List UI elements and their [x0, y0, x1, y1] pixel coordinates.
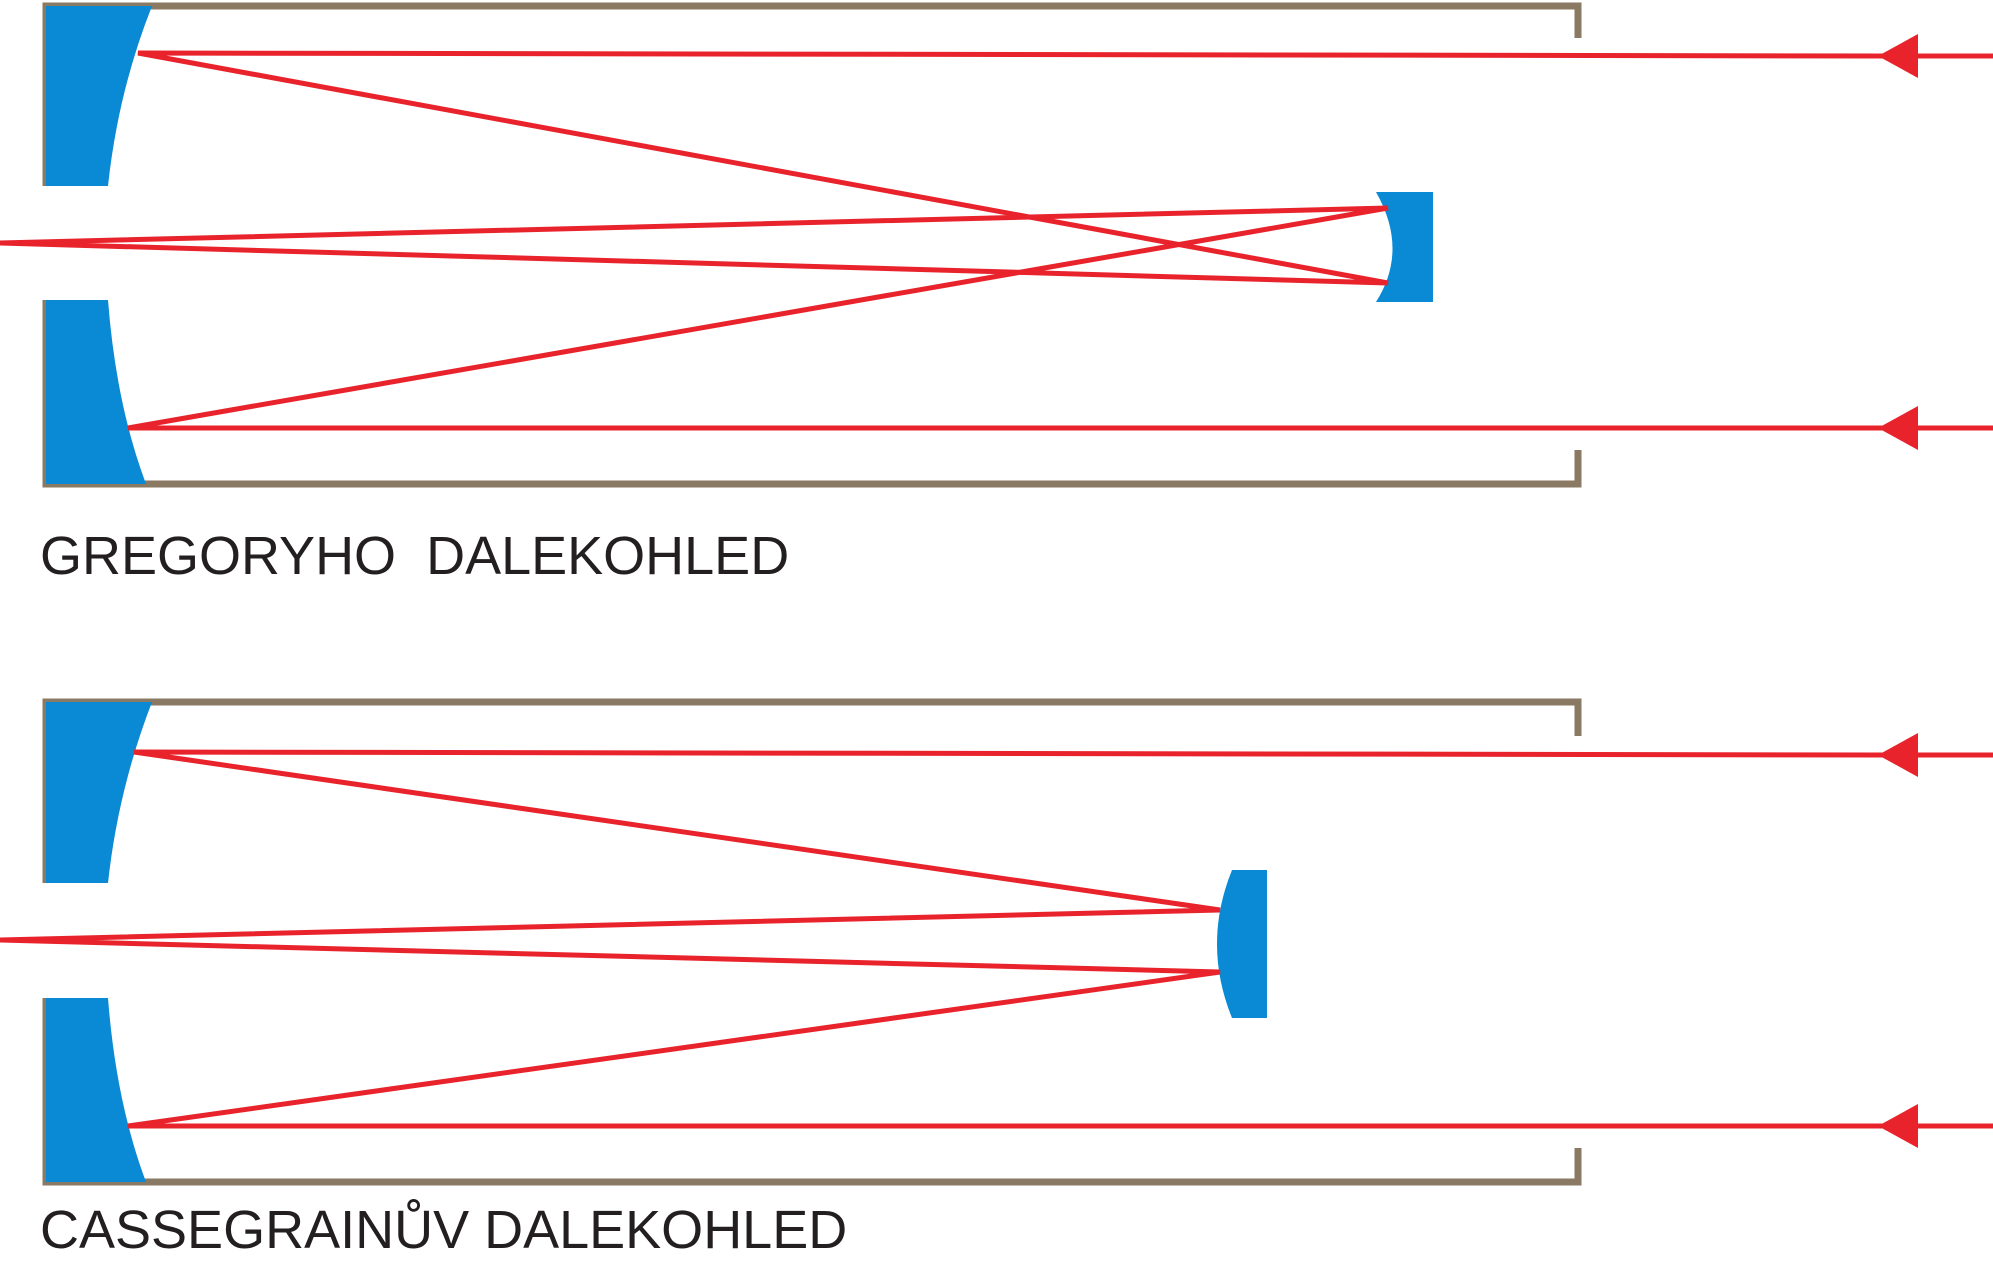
- gregory-secondary-mirror: [1376, 192, 1433, 302]
- cassegrain-primary-mirror-bottom: [46, 998, 146, 1182]
- gregory-arrow-upper: [1878, 34, 1918, 78]
- gregory-ray-lower: [0, 205, 1993, 431]
- cassegrain-secondary-mirror: [1217, 870, 1267, 1018]
- gregory-ray-upper: [0, 50, 1993, 286]
- gregory-caption: GREGORYHO DALEKOHLED: [40, 526, 789, 586]
- cassegrain-primary-mirror-top: [46, 702, 152, 883]
- gregory-primary-mirror-bottom: [46, 300, 146, 484]
- gregory-arrow-lower: [1878, 406, 1918, 450]
- cassegrain-ray-lower: [0, 937, 1993, 1129]
- cassegrain-tube-bottom: [42, 998, 1582, 1186]
- cassegrain-tube-top: [42, 698, 1582, 883]
- gregory-primary-mirror-top: [46, 6, 152, 186]
- cassegrain-arrow-upper: [1878, 733, 1918, 777]
- cassegrain-telescope: CASSEGRAINŮV DALEKOHLED: [0, 698, 1993, 1260]
- cassegrain-arrow-lower: [1878, 1104, 1918, 1148]
- gregory-tube-bottom: [42, 300, 1582, 488]
- gregory-tube-top: [42, 2, 1582, 186]
- gregory-telescope: GREGORYHO DALEKOHLED: [0, 2, 1993, 586]
- cassegrain-ray-upper: [0, 749, 1993, 943]
- cassegrain-caption: CASSEGRAINŮV DALEKOHLED: [40, 1199, 847, 1260]
